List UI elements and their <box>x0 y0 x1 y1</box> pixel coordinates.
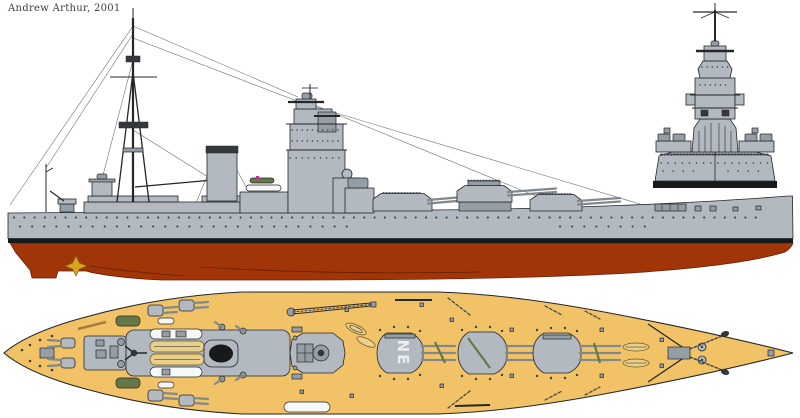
bow-view-b-turret-face <box>654 151 776 182</box>
funnel <box>201 145 243 203</box>
aa-mounts-plan <box>213 320 247 386</box>
side-profile-view <box>7 8 794 281</box>
barbette-dots <box>378 325 579 381</box>
bow-view-tower <box>685 40 745 153</box>
anchor-gear <box>667 331 775 375</box>
funnel-plan <box>203 339 239 368</box>
paravanes <box>622 342 650 368</box>
stern-deck-fittings <box>20 334 55 372</box>
tower-bridge <box>286 84 375 214</box>
boat-olive-top <box>115 315 141 327</box>
bow-view-secondary-turrets <box>655 127 775 153</box>
boat-olive-bottom <box>115 377 141 389</box>
b-turret-side <box>456 179 558 212</box>
a-turret-plan <box>532 332 622 374</box>
bow-view-shadow-bar <box>653 181 777 188</box>
signal-flag <box>256 176 259 180</box>
boat-crane <box>286 301 377 317</box>
stern-aa-gun <box>49 190 77 213</box>
mast-tripod-plan <box>124 345 147 361</box>
plan-view: NE <box>3 291 794 415</box>
wood-spar <box>77 320 107 331</box>
rigging-lines <box>9 25 641 207</box>
deck-code-letters: NE <box>394 340 412 367</box>
x-turret-plan <box>376 332 457 374</box>
boat-white-port <box>283 401 331 413</box>
tower-plan <box>289 326 346 380</box>
deck-fittings-scatter <box>299 297 664 409</box>
main-mast <box>110 8 214 203</box>
b-turret-plan <box>457 331 537 375</box>
boat-group-plan <box>149 317 205 389</box>
midship-boats <box>239 176 289 214</box>
underwater-hull <box>9 242 794 281</box>
bow-front-view <box>653 3 777 188</box>
bow-view-mast <box>693 3 737 41</box>
propeller-icon <box>64 255 88 277</box>
x-turret-side <box>372 192 465 212</box>
carley-floats <box>345 322 376 348</box>
foredeck-fittings <box>654 203 762 212</box>
secondary-turrets-plan <box>46 299 210 407</box>
a-turret-side <box>529 193 622 212</box>
artist-credit: Andrew Arthur, 2001 <box>8 3 121 14</box>
breakwater <box>647 323 689 383</box>
ensign-staff <box>45 164 54 212</box>
waterline-boot-topping <box>8 236 793 243</box>
